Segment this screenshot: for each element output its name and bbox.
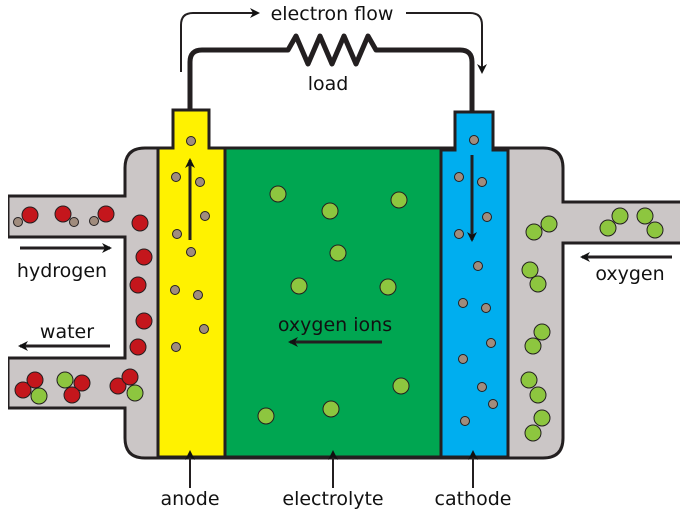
electron-flow-label: electron flow (271, 3, 394, 25)
hydrogen-molecules (13, 205, 153, 356)
anode-electrons (170, 136, 210, 352)
oxygen-ions (257, 185, 410, 425)
external-circuit-wire (187, 33, 475, 114)
oxygen-molecules (520, 207, 664, 442)
electron-flow-arrow-left (180, 8, 260, 72)
hydrogen-label: hydrogen (17, 260, 107, 282)
anode-label: anode (160, 488, 219, 510)
electron-flow-arrow-right (406, 12, 487, 74)
cathode-label: cathode (435, 488, 512, 510)
electrolyte-label: electrolyte (282, 488, 383, 510)
cathode-electrons (454, 135, 498, 426)
oxygen-label: oxygen (595, 263, 664, 285)
oxygen-ions-label: oxygen ions (278, 314, 392, 336)
water-molecules (14, 368, 144, 405)
load-label: load (308, 73, 349, 95)
water-label: water (40, 321, 94, 343)
cathode (439, 110, 510, 459)
